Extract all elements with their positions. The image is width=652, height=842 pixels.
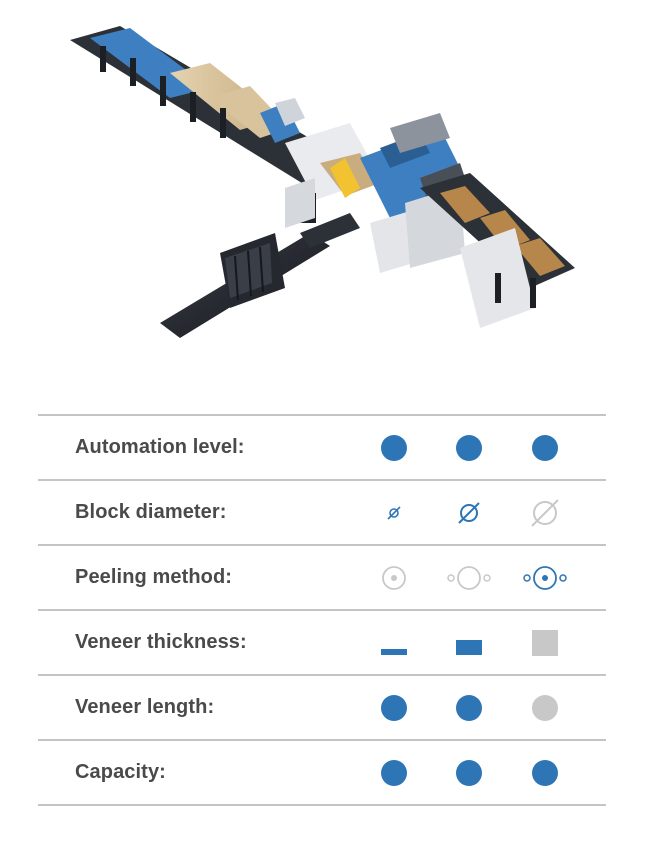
mid-section: [285, 123, 380, 228]
spec-label: Block diameter:: [75, 501, 227, 523]
veneer-thickness-icon: [515, 611, 575, 674]
spec-label: Veneer thickness:: [75, 631, 247, 653]
peeling-method-icon: [439, 546, 499, 609]
spec-label: Capacity:: [75, 761, 166, 783]
spec-row: Capacity:: [38, 741, 606, 806]
rating-dot-icon: [439, 676, 499, 739]
rating-dot: [381, 694, 407, 721]
spec-row: Peeling method:: [38, 546, 606, 611]
veneer-thickness-icon: [364, 611, 424, 674]
spec-table: Automation level: Block diameter: Peeling …: [38, 414, 606, 806]
spec-row: Veneer thickness:: [38, 611, 606, 676]
rating-dot-icon: [515, 416, 575, 479]
rating-dot-icon: [515, 676, 575, 739]
rating-dot: [456, 759, 482, 786]
rating-dot-icon: [439, 416, 499, 479]
spec-label: Automation level:: [75, 436, 245, 458]
outfeed-conveyor: [420, 173, 575, 328]
rating-dot: [456, 434, 482, 461]
veneer-thickness-icon: [439, 611, 499, 674]
diameter-icon: [364, 481, 424, 544]
rating-dot: [532, 434, 558, 461]
spec-row: Automation level:: [38, 416, 606, 481]
rating-dot-icon: [364, 741, 424, 804]
rating-dot: [456, 694, 482, 721]
spec-row: Veneer length:: [38, 676, 606, 741]
rating-dot: [381, 434, 407, 461]
diameter-icon: [439, 481, 499, 544]
peeling-method-icon: [364, 546, 424, 609]
rating-dot-icon: [364, 676, 424, 739]
peeling-method-icon: [515, 546, 575, 609]
thickness-bar: [532, 629, 558, 656]
rating-dot: [381, 759, 407, 786]
diameter-icon: [515, 481, 575, 544]
spec-label: Veneer length:: [75, 696, 215, 718]
rating-dot-icon: [364, 416, 424, 479]
rating-dot: [532, 694, 558, 721]
rating-dot-icon: [515, 741, 575, 804]
lower-conveyor: [160, 213, 360, 338]
rating-dot-icon: [439, 741, 499, 804]
spec-row: Block diameter:: [38, 481, 606, 546]
spec-label: Peeling method:: [75, 566, 233, 588]
thickness-bar: [456, 640, 482, 655]
rating-dot: [532, 759, 558, 786]
thickness-bar: [381, 648, 407, 655]
veneer-line-illustration: [70, 26, 575, 338]
